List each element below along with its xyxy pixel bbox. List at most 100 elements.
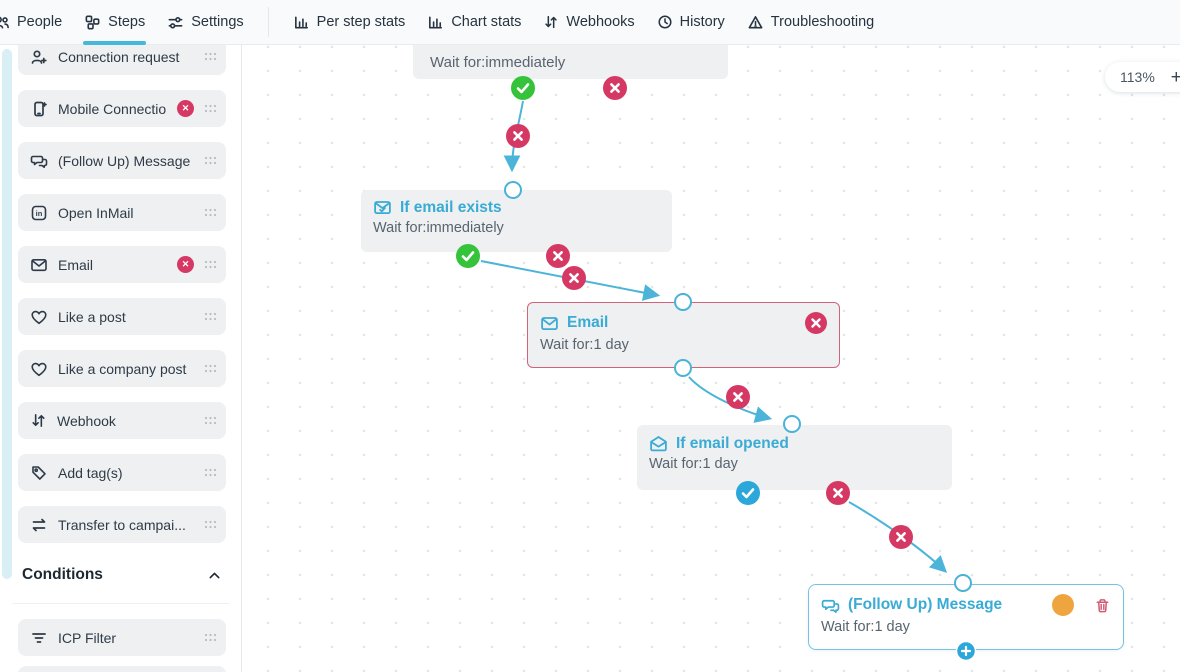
node-subtitle: Wait for:1 day [821, 619, 910, 635]
node-title-label: If email opened [676, 434, 789, 452]
tab-history[interactable]: History [646, 0, 736, 45]
phone-plus-icon [34, 101, 47, 116]
step-item-label: Like a company post [58, 360, 187, 377]
transfer-icon [32, 518, 46, 531]
node-if-email-exists[interactable]: If email exists Wait for:immediately [361, 190, 672, 252]
sliders-icon [167, 14, 184, 31]
chat-bubbles-icon [821, 599, 840, 613]
step-item-label: Mobile Connectio [58, 100, 167, 117]
bar-chart-icon [427, 14, 444, 31]
sidebar-scrollbar[interactable] [2, 49, 12, 579]
drag-handle-icon[interactable] [204, 312, 217, 321]
step-item-label: Like a post [58, 308, 126, 325]
node-followup-message[interactable]: (Follow Up) Message Wait for:1 day [808, 584, 1124, 650]
step-item-followup-message[interactable]: (Follow Up) Message [18, 142, 226, 179]
tag-icon [32, 465, 46, 480]
step-item-connection-request[interactable]: Connection request [18, 45, 226, 75]
error-badge: ✕ [177, 256, 194, 273]
flow-canvas[interactable]: Wait for:immediately If email exists Wai… [242, 45, 1180, 672]
heart-icon [31, 310, 47, 324]
warning-icon [747, 14, 764, 31]
envelope-icon [541, 316, 558, 330]
delete-node-button[interactable] [805, 312, 827, 334]
chat-bubbles-icon [30, 155, 48, 168]
drag-handle-icon[interactable] [204, 520, 217, 529]
step-item-label: Transfer to campai... [58, 516, 186, 533]
edge-delete-badge[interactable] [726, 385, 750, 409]
trash-icon[interactable] [1094, 597, 1111, 614]
edge-delete-badge[interactable] [506, 124, 530, 148]
drag-handle-icon[interactable] [204, 208, 217, 217]
zoom-control: 113% + [1105, 62, 1180, 92]
tab-label: People [17, 14, 63, 30]
arrows-up-down-icon [543, 14, 559, 30]
step-item-webhook[interactable]: Webhook [18, 402, 226, 439]
tab-people[interactable]: People [0, 0, 73, 45]
drag-handle-icon[interactable] [204, 416, 217, 425]
drag-handle-icon[interactable] [204, 468, 217, 477]
envelope-icon [31, 258, 47, 271]
condition-item-partial[interactable] [18, 666, 226, 672]
step-item-email[interactable]: Email ✕ [18, 246, 226, 283]
failure-port[interactable] [603, 76, 627, 100]
tab-troubleshooting[interactable]: Troubleshooting [736, 0, 885, 45]
steps-list: Connection request Mobile Connectio ✕ (F… [18, 45, 226, 543]
steps-sidebar: Connection request Mobile Connectio ✕ (F… [0, 45, 242, 672]
step-item-open-inmail[interactable]: in Open InMail [18, 194, 226, 231]
edge-start-to-if-exists[interactable] [503, 100, 524, 173]
bar-chart-icon [293, 14, 310, 31]
tab-label: Settings [191, 14, 244, 30]
envelope-open-icon [650, 436, 667, 452]
drag-handle-icon[interactable] [204, 364, 217, 373]
step-item-mobile-connection[interactable]: Mobile Connectio ✕ [18, 90, 226, 127]
tab-steps[interactable]: Steps [73, 0, 156, 45]
status-dot-pending[interactable] [1052, 594, 1074, 616]
node-email[interactable]: Email Wait for:1 day [527, 302, 840, 368]
zoom-in-button[interactable]: + [1170, 66, 1180, 88]
drag-handle-icon[interactable] [204, 156, 217, 165]
chevron-up-icon [209, 572, 220, 578]
drag-handle-icon[interactable] [204, 633, 217, 642]
step-item-add-tags[interactable]: Add tag(s) [18, 454, 226, 491]
steps-icon [84, 14, 101, 31]
inmail-icon: in [31, 205, 47, 220]
node-if-email-opened[interactable]: If email opened Wait for:1 day [637, 425, 952, 490]
sidebar-divider [12, 603, 229, 604]
tab-per-step-stats[interactable]: Per step stats [282, 0, 417, 45]
tab-label: Troubleshooting [770, 14, 875, 30]
tab-label: Steps [108, 14, 146, 30]
drag-handle-icon[interactable] [204, 52, 217, 61]
conditions-header-label: Conditions [22, 566, 103, 583]
x-icon [811, 318, 821, 328]
step-item-transfer-to-campaign[interactable]: Transfer to campai... [18, 506, 226, 543]
arrows-up-down-icon [32, 414, 45, 427]
edge-if-opened-to-followup[interactable] [848, 501, 948, 573]
step-item-like-a-post[interactable]: Like a post [18, 298, 226, 335]
clock-icon [657, 14, 673, 30]
condition-item-icp-filter[interactable]: ICP Filter [18, 619, 226, 656]
step-item-label: Webhook [57, 412, 116, 429]
edge-delete-badge[interactable] [889, 525, 913, 549]
tab-label: Per step stats [316, 14, 406, 30]
nav-divider [267, 7, 269, 37]
drag-handle-icon[interactable] [204, 104, 217, 113]
edge-if-exists-to-email[interactable] [480, 260, 661, 301]
edge-email-to-if-opened[interactable] [688, 376, 773, 423]
edge-delete-badge[interactable] [562, 266, 586, 290]
success-port[interactable] [511, 76, 535, 100]
tab-settings[interactable]: Settings [156, 0, 254, 45]
node-wait-start[interactable]: Wait for:immediately [413, 45, 728, 79]
node-subtitle: Wait for:immediately [373, 220, 504, 236]
conditions-section-header[interactable]: Conditions [22, 566, 222, 584]
node-subtitle: Wait for:1 day [540, 337, 629, 353]
top-navbar: People Steps Settings Per step stats [0, 0, 1180, 45]
node-title-label: Email [567, 314, 609, 331]
step-item-label: Open InMail [58, 204, 134, 221]
step-item-like-a-company-post[interactable]: Like a company post [18, 350, 226, 387]
step-item-label: Connection request [58, 48, 180, 65]
drag-handle-icon[interactable] [204, 260, 217, 269]
people-icon [0, 14, 10, 31]
tab-webhooks[interactable]: Webhooks [532, 0, 645, 45]
error-badge: ✕ [177, 100, 194, 117]
tab-chart-stats[interactable]: Chart stats [416, 0, 532, 45]
